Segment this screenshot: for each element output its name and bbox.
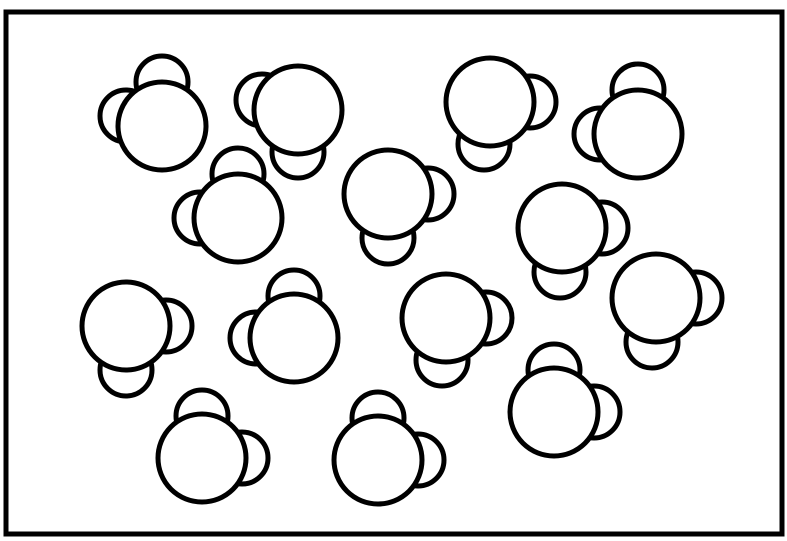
oxygen-atom [594,90,682,178]
oxygen-atom [612,254,700,342]
oxygen-atom [518,184,606,272]
oxygen-atom [334,416,422,504]
oxygen-atom [118,82,206,170]
oxygen-atom [402,274,490,362]
oxygen-atom [194,174,282,262]
oxygen-atom [446,58,534,146]
oxygen-atom [254,66,342,154]
oxygen-atom [510,368,598,456]
oxygen-atom [82,282,170,370]
oxygen-atom [344,150,432,238]
oxygen-atom [158,414,246,502]
oxygen-atom [250,294,338,382]
